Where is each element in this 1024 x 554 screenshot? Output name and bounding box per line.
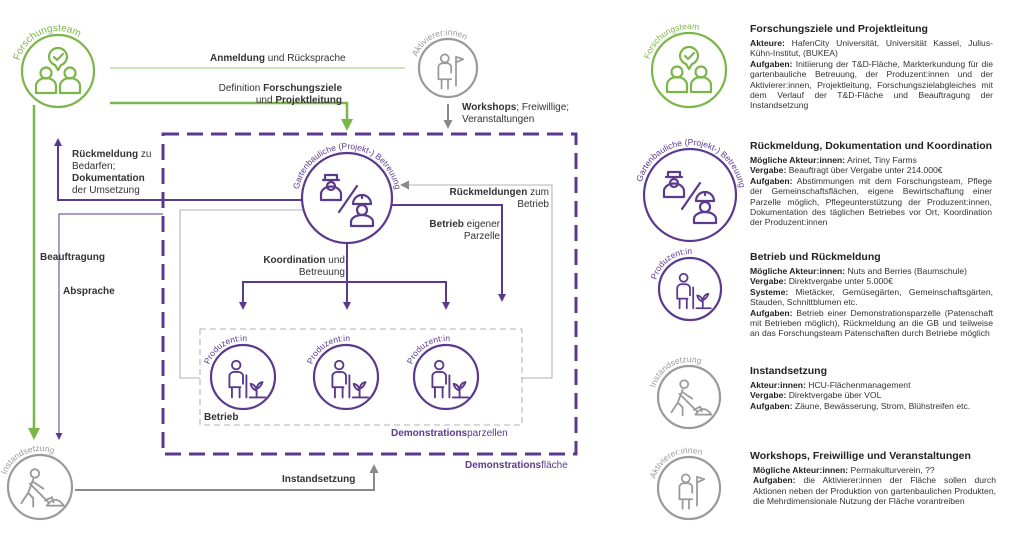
edge-betrieb-eigener [392,204,506,302]
edge-betreuung-betrieb [179,209,305,379]
label-koordination: Koordination und Betreuung [263,255,345,278]
demonstrationsflaeche-boundary [161,132,578,456]
node-ring [656,455,722,521]
person-plant-icon [228,359,267,399]
nodes-layer: Forschungsteam Aktivierer:innenGartenbaul… [0,23,480,521]
legend-line: Mögliche Akteur:innen: Nuts and Berries … [750,266,967,276]
legend-line: Mögliche Akteur:innen: Permakulturverein… [753,465,935,475]
gardener-worker-icon [662,170,718,225]
node-ring [417,37,479,99]
label-rueckmeldung: Rückmeldung zu Bedarfen; Dokumentation d… [72,149,152,196]
node-instandsetzung: Instandsetzung [0,443,74,521]
legend-line: Vergabe: Direktvergabe unter 5.000€ [750,276,893,287]
node-legend-3: Instandsetzung [648,354,722,430]
legend-title: Workshops, Freiwillige und Veranstaltung… [750,450,971,462]
digging-worker-icon [20,468,65,508]
legend-line: Aufgaben: Initiierung der T&D-Fläche, Ma… [750,58,993,111]
node-legend-1: Gartenbauliche (Projekt-) Betreuung [634,137,747,243]
legend-line: Aufgaben: Zäune, Bewässerung, Strom, Blü… [750,400,971,411]
legend-description: Mögliche Akteur:innen: Nuts and Berries … [750,266,993,339]
edge-absprache [55,213,163,440]
edge-definition [110,101,353,131]
area-demo-flaeche-label: Demonstrationsfläche [465,460,568,471]
node-produzent_1: Produzent:in [202,333,277,411]
legend-line: Vergabe: Beauftragt über Vergabe unter 2… [750,165,943,176]
person-plant-icon [431,359,470,399]
legend-title: Forschungsziele und Projektleitung [750,23,928,35]
edge-koordination-left [239,281,347,310]
area-demo-parzellen-label: Demonstrationsparzellen [391,428,508,439]
legend-title: Rückmeldung, Dokumentation und Koordinat… [750,140,993,152]
node-forschungsteam: Forschungsteam [12,23,96,109]
area-betrieb-label: Betrieb [204,412,239,423]
label-definition: Definition Forschungsziele und Projektle… [218,83,342,106]
legend-line: Vergabe: Direktvergabe über VOL [750,390,882,401]
label-betrieb-eigener: Betrieb eigener Parzelle [429,219,500,242]
edge-instandsetzung [75,464,379,491]
legend-description: Mögliche Akteur:innen: Arinet, Tiny Farm… [750,155,992,228]
legend-line: Akteure: HafenCity Universität, Universi… [750,38,993,59]
node-ring [642,147,738,243]
edge-koordination-right [347,281,450,310]
person-flag-icon [437,53,465,90]
label-rueckmeldungen-betrieb: Rückmeldungen zum Betrieb [449,187,549,210]
legend-line: Akteur:innen: HCU-Flächenmanagement [750,380,911,390]
team-check-icon [34,46,82,95]
node-legend-4: Aktivierer:innen [648,445,722,521]
node-legend-2: Produzent:in [649,246,723,322]
legend-description: Akteure: HafenCity Universität, Universi… [750,38,993,111]
legend-line: Systeme: Mietäcker, Gemüsegärten, Gemein… [750,286,993,308]
legend-line: Mögliche Akteur:innen: Arinet, Tiny Farm… [750,155,917,165]
person-plant-icon [676,272,712,310]
digging-worker-icon [670,379,713,417]
label-absprache: Absprache [63,286,115,297]
label-beauftragung: Beauftragung [40,252,105,263]
legend-line: Aufgaben: Abstimmungen mit dem Forschung… [750,175,992,228]
gardener-worker-icon [319,173,375,228]
person-flag-icon [678,473,706,510]
node-legend-0: Forschungsteam [642,21,728,109]
node-aktivierer: Aktivierer:innen [410,27,479,99]
team-check-icon [665,45,713,94]
legend-title: Betrieb und Rückmeldung [750,251,881,263]
label-instandsetzung-edge: Instandsetzung [282,474,356,485]
label-anmeldung: Anmeldung und Rücksprache [210,53,346,64]
legend-line: Aufgaben: die Aktivierer:innen der Fläch… [753,475,996,507]
legend-title: Instandsetzung [750,365,828,377]
legend-line: Aufgaben: Betrieb einer Demonstrationspa… [750,307,993,339]
node-ring [300,151,394,245]
node-produzent_3: Produzent:in [405,333,480,411]
label-workshops: Workshops; Freiwillige; Veranstaltungen [462,102,570,125]
edge-rueckmeldungen-betrieb [400,180,553,379]
person-plant-icon [331,359,370,399]
node-betreuung: Gartenbauliche (Projekt-) Betreuung [291,141,403,245]
legend-description: Mögliche Akteur:innen: Permakulturverein… [753,465,996,507]
demonstrationsparzellen-boundary [199,328,523,426]
edge-rueckmeldung [54,138,305,201]
node-produzent_2: Produzent:in [305,333,380,411]
